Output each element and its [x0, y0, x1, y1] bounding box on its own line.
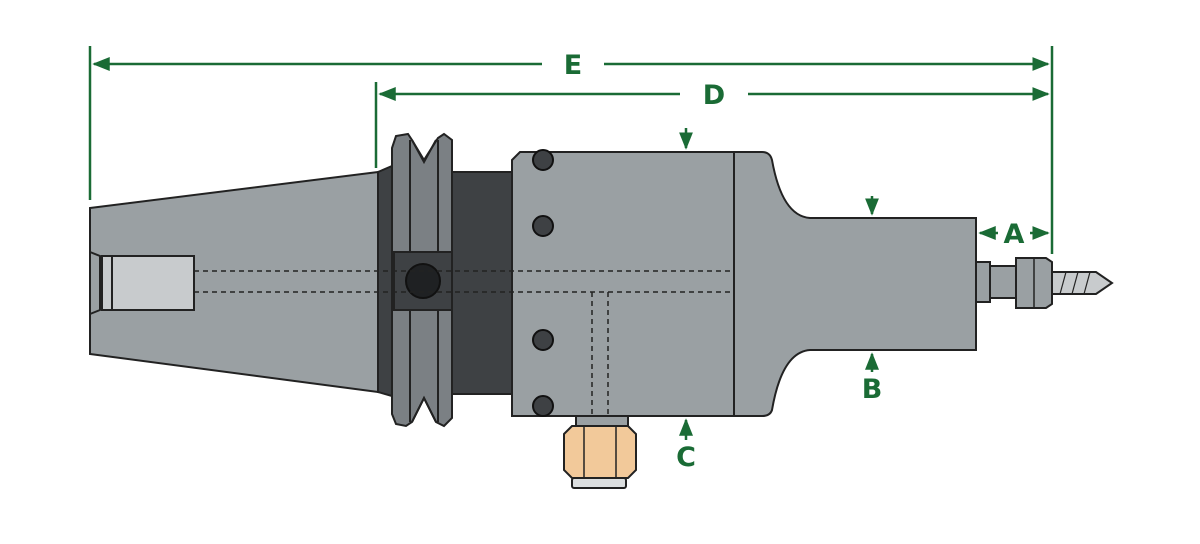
collet-and-drill [975, 257, 1114, 309]
dimension-c-label: C [676, 442, 696, 473]
block-screw [532, 149, 554, 171]
block-screw [532, 395, 554, 417]
main-block [511, 149, 735, 417]
dimension-d-label: D [703, 80, 725, 111]
dimension-e-label: E [564, 50, 582, 81]
retention-bore [101, 255, 195, 311]
dark-hub [377, 164, 515, 398]
block-screw [532, 329, 554, 351]
v-flange [391, 132, 453, 428]
block-screw [532, 215, 554, 237]
front-housing [733, 151, 977, 417]
internal-coolant-passage [194, 270, 734, 416]
dimension-b-label: B [862, 374, 883, 405]
dimension-e [88, 46, 1054, 254]
dimension-a-label: A [1004, 219, 1025, 250]
coolant-fitting [563, 415, 637, 489]
taper-shank [89, 170, 379, 394]
flange-bolt [405, 263, 441, 299]
dimension-d [374, 82, 1050, 168]
